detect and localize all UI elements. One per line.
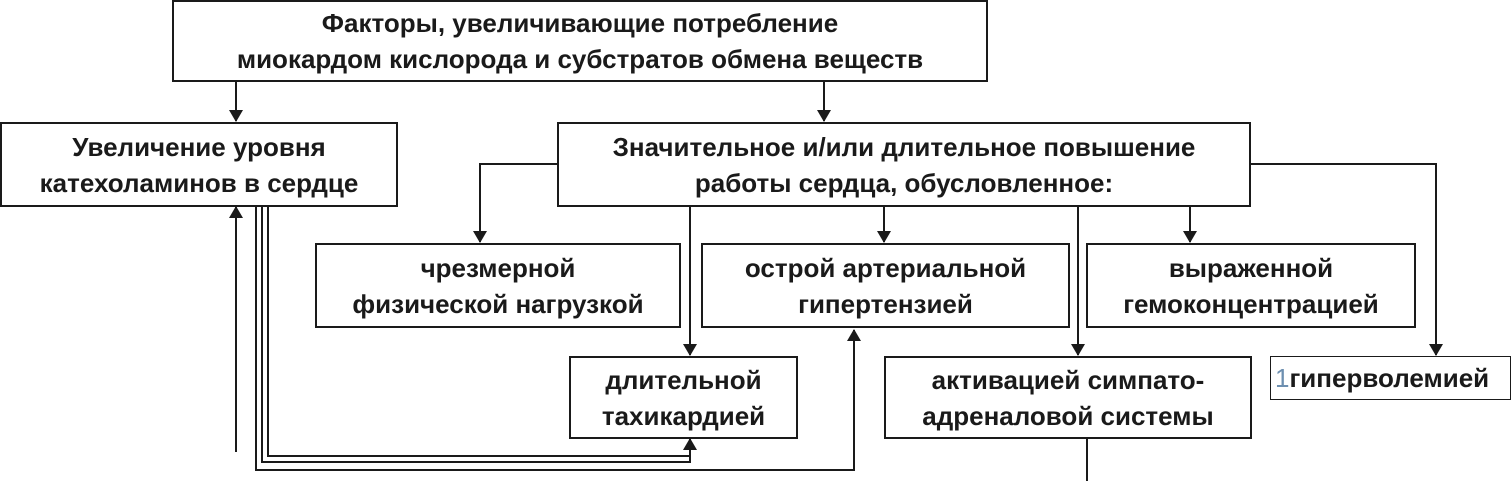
node-catecholamines: Увеличение уровня катехоламинов в сердце [0,122,398,207]
node-physical-load-line-1: чрезмерной [420,252,576,283]
arrow-work-to-hypervolemia [1250,163,1443,356]
node-heart-work: Значительное и/или длительное повышение … [557,122,1251,207]
node-physical-load: чрезмерной физической нагрузкой [315,243,681,328]
node-root-line-1: Факторы, увеличивающие потребление [321,8,839,38]
node-hypertension: острой артериальной гипертензией [701,243,1070,328]
node-heart-work-line-2: работы сердца, обусловленное: [694,167,1114,198]
node-hypervolemia-line: 1гиперволемией [1275,360,1489,396]
node-sympathoadrenal: активацией симпато- адреналовой системы [884,356,1252,439]
node-hemoconcentration: выраженной гемоконцентрацией [1086,243,1416,328]
node-hypervolemia: 1гиперволемией [1270,356,1511,400]
node-sympathoadrenal-line-2: адреналовой системы [922,400,1214,431]
arrow-work-to-physical-load [473,163,557,243]
node-hypertension-line-2: гипертензией [798,288,973,319]
arrow-catecholamines-to-tachycardia [261,206,697,463]
node-catecholamines-line-2: катехоламинов в сердце [39,167,359,198]
node-tachycardia-line-2: тахикардией [601,400,766,431]
node-hypervolemia-text: гиперволемией [1289,363,1490,393]
node-root-line-2: миокардом кислорода и субстратов обмена … [236,44,924,74]
node-tachycardia: длительной тахикардией [569,356,798,439]
node-sympathoadrenal-line-1: активацией симпато- [931,364,1205,395]
node-root-factors: Факторы, увеличивающие потребление миока… [172,0,988,82]
line-catecholamines-to-tachycardia-inner [267,206,690,457]
node-catecholamines-line-1: Увеличение уровня [72,131,326,162]
node-hemoconcentration-line-2: гемоконцентрацией [1123,288,1379,319]
node-heart-work-line-1: Значительное и/или длительное повышение [612,131,1196,162]
node-physical-load-line-2: физической нагрузкой [352,288,644,319]
node-hypervolemia-prefix: 1 [1275,363,1290,393]
node-hypertension-line-1: острой артериальной [744,252,1027,283]
node-hemoconcentration-line-1: выраженной [1168,252,1334,283]
node-tachycardia-line-1: длительной [605,364,762,395]
arrow-catecholamines-to-hypertension [255,206,861,471]
